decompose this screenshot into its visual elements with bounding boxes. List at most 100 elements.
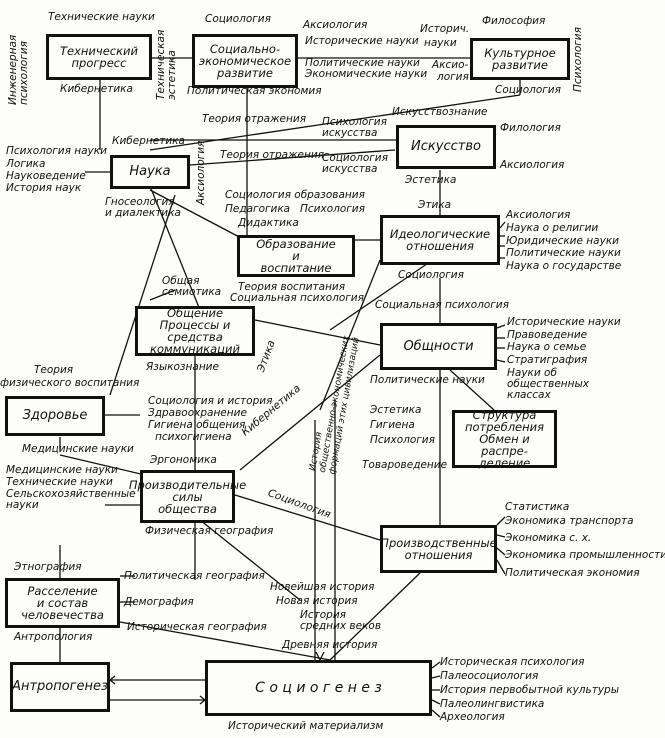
label-hygiene-of-communication: Гигиена общения bbox=[148, 419, 246, 431]
label-legal-sciences: Юридические науки bbox=[506, 235, 619, 247]
cultural-development-box: Культурное развитие bbox=[470, 38, 570, 80]
label-cybernetics-1: Кибернетика bbox=[60, 83, 133, 95]
label-ergonomics: Эргономика bbox=[150, 454, 217, 466]
label-social-psychology-1: Социальная психология bbox=[230, 292, 364, 304]
label-political-sciences-communities: Политические науки bbox=[370, 374, 485, 386]
label-science-studies: Науковедение bbox=[6, 170, 86, 182]
label-medieval-history: История средних веков bbox=[300, 609, 382, 632]
label-paleosociology: Палеосоциология bbox=[440, 670, 539, 682]
health-box: Здоровье bbox=[5, 396, 105, 436]
label-reflection-theory-2: Теория отражения bbox=[220, 149, 325, 161]
label-sociology-right: Социология bbox=[495, 84, 561, 96]
productive-forces-box: Производительные силы общества bbox=[129, 470, 246, 523]
label-political-economy-2: Политическая экономия bbox=[505, 567, 640, 579]
label-family-science: Наука о семье bbox=[507, 341, 587, 353]
label-aesthetics-2: Эстетика bbox=[370, 404, 422, 416]
label-political-sciences-ideology: Политические науки bbox=[506, 247, 621, 259]
label-historical-sciences-communities: Исторические науки bbox=[507, 316, 621, 328]
label-science-of-religion: Наука о религии bbox=[506, 222, 599, 234]
label-sociology-and-history: Социология и история bbox=[148, 395, 273, 407]
label-engineering-psychology: Инженерная психология bbox=[7, 34, 30, 105]
label-sciences-fragment: науки bbox=[424, 37, 457, 49]
label-pol-sciences-top: Политические науки bbox=[305, 57, 420, 69]
label-hist-sciences-top: Исторические науки bbox=[305, 35, 419, 47]
label-paleolinguistics: Палеолингвистика bbox=[440, 698, 545, 710]
label-sociology-top: Социология bbox=[205, 13, 271, 25]
label-psychology-mid: Психология bbox=[300, 203, 365, 215]
label-psychology-2: Психология bbox=[370, 434, 435, 446]
socio-economic-development-box: Социально- экономическое развитие bbox=[192, 34, 298, 88]
label-hygiene: Гигиена bbox=[370, 419, 415, 431]
label-public-health: Здравоохранение bbox=[148, 407, 247, 419]
label-anthropology: Антропология bbox=[14, 631, 93, 643]
production-relations-box: Производственные отношения bbox=[380, 525, 497, 573]
label-statistics: Статистика bbox=[505, 501, 570, 513]
label-ancient-history: Древняя история bbox=[282, 639, 378, 651]
label-tech-sciences-top: Технические науки bbox=[48, 11, 155, 23]
label-primitive-culture-history: История первобытной культуры bbox=[440, 684, 619, 696]
label-axiology-right: Аксиология bbox=[500, 159, 565, 171]
communities-box: Общности bbox=[380, 323, 497, 370]
label-psychology-right: Психология bbox=[572, 27, 584, 92]
label-sociology-of-art: Социология искусства bbox=[322, 152, 388, 175]
label-philosophy-top: Философия bbox=[482, 15, 546, 27]
label-agricultural-economics: Экономика с. х. bbox=[505, 532, 592, 544]
settlement-box: Расселение и состав человечества bbox=[5, 578, 120, 628]
label-ethnography: Этнография bbox=[14, 561, 82, 573]
label-science-of-state: Наука о государстве bbox=[506, 260, 622, 272]
label-law-studies: Правоведение bbox=[507, 329, 588, 341]
label-archaeology: Археология bbox=[440, 711, 505, 723]
label-modern-history: Новая история bbox=[276, 595, 358, 607]
label-industry-economics: Экономика промышленности bbox=[505, 549, 665, 561]
label-technical-aesthetics: Техническая эстетика bbox=[155, 29, 178, 100]
label-agricultural-sciences: Сельскохозяйственные науки bbox=[6, 488, 136, 511]
label-historical-materialism: Исторический материализм bbox=[228, 720, 384, 732]
label-pedagogy: Педагогика bbox=[225, 203, 291, 215]
label-technical-sciences-2: Технические науки bbox=[6, 476, 113, 488]
label-ethics-1: Этика bbox=[418, 199, 452, 211]
label-demography: Демография bbox=[124, 596, 194, 608]
label-pol-economy-top: Политическая экономия bbox=[187, 85, 322, 97]
label-physical-education: физического воспитания bbox=[0, 377, 140, 389]
label-sociology-of-education: Социология образования bbox=[225, 189, 365, 201]
label-psychohygiene: психогигиена bbox=[155, 431, 232, 443]
label-medical-sciences-1: Медицинские науки bbox=[22, 443, 134, 455]
label-reflection-theory-1: Теория отражения bbox=[202, 113, 307, 125]
label-stratigraphy: Стратиграфия bbox=[507, 354, 588, 366]
label-history-fragment: Историч. bbox=[420, 23, 470, 35]
art-box: Искусство bbox=[396, 125, 496, 169]
technical-progress-box: Технический прогресс bbox=[46, 34, 152, 80]
label-physical-geography: Физическая география bbox=[145, 525, 274, 537]
label-axiology-ideology: Аксиология bbox=[506, 209, 571, 221]
label-transport-economics: Экономика транспорта bbox=[505, 515, 634, 527]
consumption-structure-box: Структура потребления Обмен и распре- де… bbox=[452, 409, 557, 469]
label-axio-fragment: Аксио- bbox=[432, 59, 469, 71]
label-psychology-of-science: Психология науки bbox=[6, 145, 107, 157]
label-historical-geography: Историческая география bbox=[127, 621, 267, 633]
label-econ-sciences-top: Экономические науки bbox=[305, 68, 428, 80]
label-general-semiotics: Общая семиотика bbox=[162, 275, 222, 298]
label-sociology-ideology: Социология bbox=[398, 269, 464, 281]
label-logic: Логика bbox=[6, 158, 46, 170]
label-axiology-top: Аксиология bbox=[303, 19, 368, 31]
label-newest-history: Новейшая история bbox=[270, 581, 375, 593]
anthropogenesis-box: Антропогенез bbox=[10, 662, 110, 712]
sociogenesis-box: С о ц и о г е н е з bbox=[205, 660, 432, 716]
label-cybernetics-2: Кибернетика bbox=[112, 135, 185, 147]
label-axiology-vertical: Аксиология bbox=[195, 140, 207, 205]
label-gnoseology: Гносеология и диалектика bbox=[105, 196, 181, 219]
science-box: Наука bbox=[110, 155, 190, 189]
label-social-psychology-2: Социальная психология bbox=[375, 299, 509, 311]
label-theory: Теория bbox=[34, 364, 74, 376]
label-upbringing-theory: Теория воспитания bbox=[238, 281, 346, 293]
communication-box: Общение Процессы и средства коммуникаций bbox=[135, 306, 255, 356]
label-logia-fragment: логия bbox=[437, 71, 469, 83]
ideological-relations-box: Идеологические отношения bbox=[380, 215, 500, 265]
label-linguistics: Языкознание bbox=[146, 361, 219, 373]
label-didactics: Дидактика bbox=[238, 217, 299, 229]
label-political-geography: Политическая география bbox=[124, 570, 265, 582]
label-art-studies: Искусствознание bbox=[392, 106, 488, 118]
label-merchandise-studies: Товароведение bbox=[362, 459, 448, 471]
